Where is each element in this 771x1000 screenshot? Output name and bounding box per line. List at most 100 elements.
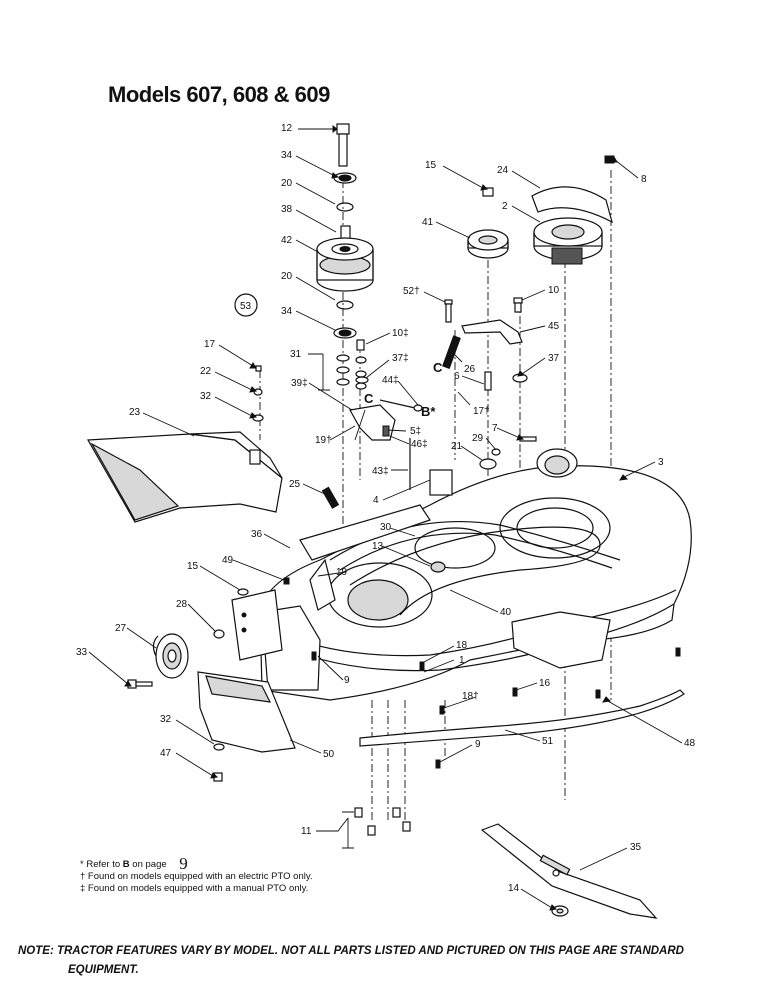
- equipment-note-line1: NOTE: TRACTOR FEATURES VARY BY MODEL. NO…: [18, 945, 684, 957]
- wheel-bolt: [127, 679, 153, 689]
- callout-25: 25: [289, 479, 301, 490]
- callout-34b: 34: [281, 306, 293, 317]
- deck-bolts: [354, 807, 411, 836]
- callout-19: 19: [336, 567, 348, 578]
- callout-44-manual: 44‡: [382, 375, 399, 386]
- callout-36: 36: [251, 529, 263, 540]
- electric-pto-pulley: [533, 217, 603, 265]
- callout-20: 20: [281, 178, 293, 189]
- equipment-note-line2: EQUIPMENT.: [68, 964, 139, 976]
- callout-21: 21: [451, 441, 463, 452]
- callout-24: 24: [497, 165, 509, 176]
- callout-10-manual: 10‡: [392, 328, 409, 339]
- callout-45: 45: [548, 321, 560, 332]
- callout-37-manual: 37‡: [392, 353, 409, 364]
- leader-arrowheads: [124, 125, 629, 911]
- idler-spring: [442, 335, 461, 370]
- nut-top: [482, 187, 494, 197]
- mower-deck-exploded-diagram: 12 34 20 38 42 20 34 53 17 22 32 23 31 3…: [76, 123, 696, 919]
- callout-29: 29: [472, 433, 484, 444]
- footnote-refer: * Refer to B on page 9: [80, 855, 313, 872]
- bearing-lower: [333, 327, 357, 339]
- callout-40: 40: [500, 607, 512, 618]
- callout-4: 4: [373, 495, 379, 506]
- callout-15-left: 15: [187, 561, 199, 572]
- callout-16: 16: [539, 678, 551, 689]
- footnote-refer-page: 9: [179, 854, 188, 873]
- nut-left: [237, 588, 249, 596]
- footnote-refer-bold: B: [122, 859, 130, 870]
- callout-9-lower: 9: [475, 739, 481, 750]
- spring-25: [321, 486, 340, 509]
- callout-38: 38: [281, 204, 293, 215]
- retaining-ring-lower: [336, 300, 354, 310]
- footnote-manual: ‡ Found on models equipped with a manual…: [80, 883, 309, 894]
- footnote-refer-suffix: on page: [132, 859, 167, 870]
- callout-41: 41: [422, 217, 434, 228]
- callout-32: 32: [200, 391, 212, 402]
- callout-23: 23: [129, 407, 141, 418]
- footnote-refer-prefix: * Refer to: [80, 859, 121, 870]
- discharge-chute: [86, 431, 283, 523]
- callout-51: 51: [542, 736, 554, 747]
- deck-stabilizer: [359, 689, 685, 747]
- callout-2: 2: [502, 201, 508, 212]
- callout-18: 18: [456, 640, 468, 651]
- callout-39: 39‡: [291, 378, 308, 389]
- deck-drive-belt: [349, 526, 601, 616]
- callout-c-right: C: [433, 360, 443, 375]
- callout-52-electric: 52†: [403, 286, 420, 297]
- page-title: Models 607, 608 & 609: [108, 82, 330, 107]
- manual-pto-hardware: [349, 339, 423, 441]
- callout-5-manual: 5‡: [410, 426, 421, 437]
- callout-31: 31: [290, 349, 302, 360]
- callout-b: B*: [421, 404, 436, 419]
- callout-30: 30: [380, 522, 392, 533]
- front-axle-bracket: [231, 589, 283, 661]
- callout-6: 6: [454, 371, 460, 382]
- callout-7: 7: [492, 423, 498, 434]
- pto-cover: [531, 186, 613, 224]
- callout-1: 1: [459, 655, 465, 666]
- callout-8: 8: [641, 174, 647, 185]
- callout-10: 10: [548, 285, 560, 296]
- callout-49: 49: [222, 555, 234, 566]
- idler-pulley: [467, 229, 509, 259]
- callout-14: 14: [508, 883, 520, 894]
- callout-17-electric: 17†: [473, 406, 490, 417]
- callout-9-upper: 9: [344, 675, 350, 686]
- footnote-electric: † Found on models equipped with an elect…: [80, 871, 313, 882]
- bearing-top: [333, 172, 357, 184]
- callout-35: 35: [630, 842, 642, 853]
- callout-22: 22: [200, 366, 212, 377]
- front-bracket: [299, 469, 453, 611]
- callout-37: 37: [548, 353, 560, 364]
- bolt-52: [444, 299, 453, 323]
- spindle-bolt: [336, 123, 350, 167]
- callout-12: 12: [281, 123, 293, 134]
- callout-43-manual: 43‡: [372, 466, 389, 477]
- callout-32-lower: 32: [160, 714, 172, 725]
- callout-47: 47: [160, 748, 172, 759]
- washer-32-lower: [213, 743, 225, 751]
- washer-stack: [336, 354, 367, 390]
- callout-34: 34: [281, 150, 293, 161]
- callout-18-electric: 18†: [462, 691, 479, 702]
- footnotes: * Refer to B on page 9 † Found on models…: [80, 855, 313, 895]
- callout-17: 17: [204, 339, 216, 350]
- equipment-note: NOTE: TRACTOR FEATURES VARY BY MODEL. NO…: [18, 942, 748, 980]
- retaining-ring-top: [336, 202, 354, 212]
- callout-labels: 12 34 20 38 42 20 34 53 17 22 32 23 31 3…: [76, 123, 696, 894]
- callout-48: 48: [684, 738, 696, 749]
- bolt-6: [484, 371, 492, 391]
- mower-deck-housing: [259, 448, 692, 701]
- callout-33: 33: [76, 647, 88, 658]
- callout-28: 28: [176, 599, 188, 610]
- callout-c-left: C: [364, 391, 374, 406]
- callout-50: 50: [323, 749, 335, 760]
- callout-13: 13: [372, 541, 384, 552]
- idler-arm: [461, 319, 523, 345]
- callout-42: 42: [281, 235, 293, 246]
- callout-27: 27: [115, 623, 127, 634]
- callout-19-electric: 19†: [315, 435, 332, 446]
